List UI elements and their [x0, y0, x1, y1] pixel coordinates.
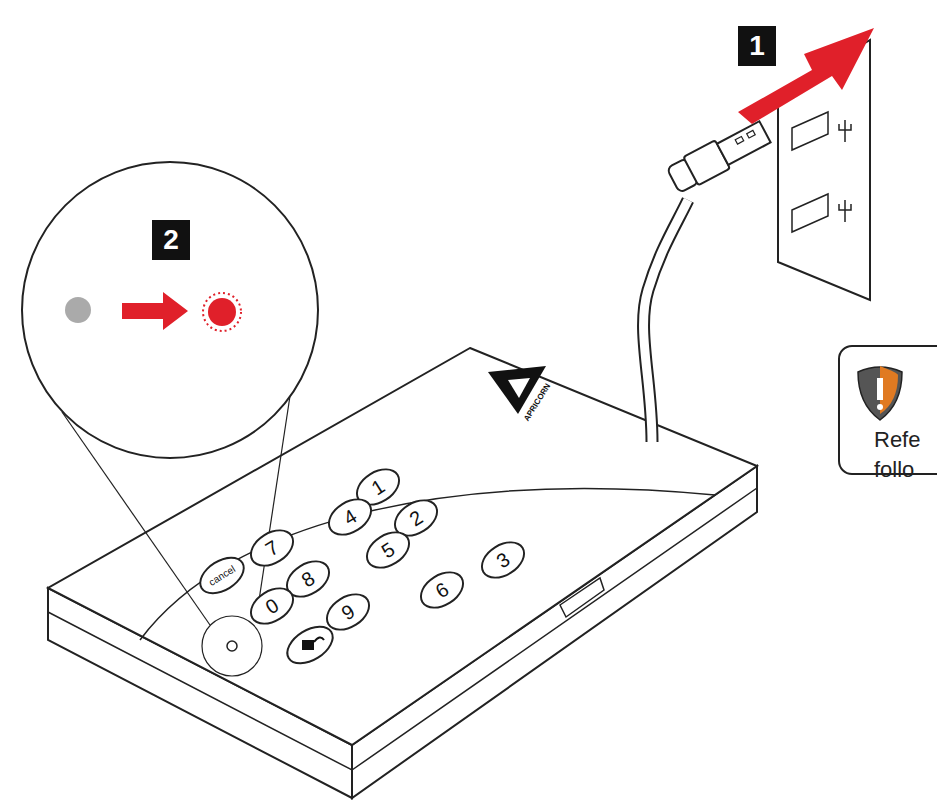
lock-icon — [302, 640, 314, 650]
usb-symbol — [839, 200, 851, 222]
key-label: 6 — [431, 577, 453, 602]
key-label: 0 — [261, 593, 283, 618]
usb-port — [792, 194, 828, 232]
usb-port — [792, 112, 828, 150]
drive-slot — [560, 578, 604, 617]
usb-plug — [666, 118, 773, 195]
callout-box: 1 — [738, 26, 776, 66]
insert-arrow — [738, 28, 874, 124]
magnifier-circle — [22, 162, 318, 458]
warning-text: Refe follo — [874, 425, 932, 485]
logo-text: APRICORN — [522, 382, 552, 423]
led-highlight — [202, 616, 262, 676]
keypad-key: cancel — [193, 549, 252, 602]
key-label: 9 — [337, 599, 359, 624]
key-label: 5 — [377, 537, 399, 562]
cable — [644, 200, 688, 442]
key-label: 4 — [339, 504, 361, 529]
red-arrow — [122, 292, 188, 330]
key-label: 1 — [367, 474, 389, 499]
key-label: 7 — [261, 535, 283, 560]
key-label: cancel — [207, 563, 237, 588]
callout-number: 2 — [163, 224, 179, 256]
lock-shackle — [314, 637, 324, 642]
key-label: 8 — [297, 566, 319, 591]
keypad-curve — [140, 489, 715, 640]
keypad-key: 9 — [319, 586, 377, 639]
callout-box: 2 — [152, 220, 190, 260]
callout-number: 1 — [749, 30, 765, 62]
cable-outline — [644, 200, 688, 442]
warning-box: Refe follo — [838, 345, 937, 475]
led-on — [208, 298, 236, 326]
warning-shield — [858, 367, 902, 420]
led-off — [65, 297, 91, 323]
led — [227, 641, 237, 651]
key-label: 3 — [492, 547, 514, 572]
logo-inner — [508, 378, 530, 398]
warning-mark — [877, 378, 883, 400]
keypad-key: 6 — [413, 564, 471, 617]
usb-symbol — [839, 120, 851, 142]
warning-dot — [877, 404, 883, 410]
key-label: 2 — [405, 505, 427, 530]
led-glow — [203, 293, 241, 331]
keypad-key: 3 — [474, 534, 532, 587]
keypad-key: 7 — [243, 522, 301, 575]
